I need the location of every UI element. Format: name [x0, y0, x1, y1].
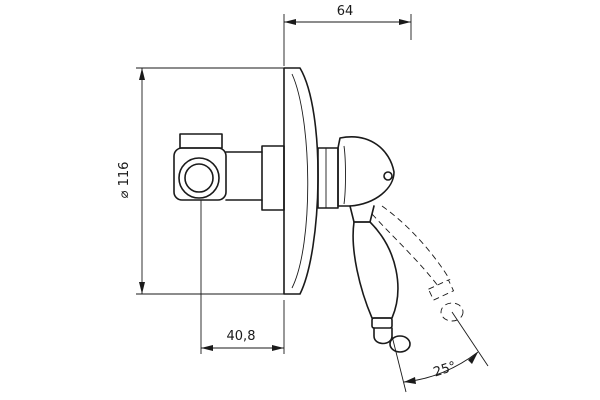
diameter-dimension-label: ⌀ 116 — [117, 162, 132, 199]
angle-leg-rest — [391, 335, 407, 393]
angle-leg-rotated — [451, 311, 489, 367]
diameter-arrow-top — [139, 68, 145, 80]
valve-cap — [337, 136, 395, 207]
diameter-arrow-bottom — [139, 282, 145, 294]
lever-grip — [352, 221, 399, 319]
wall-plate-edge — [291, 73, 309, 289]
lever-tip-knob — [389, 335, 411, 353]
lever-angle-dimension: 25° — [391, 311, 489, 393]
depth-dimension-label: 64 — [337, 4, 354, 19]
offset-arrow-right — [272, 345, 284, 351]
outlet-opening-inner — [184, 163, 214, 193]
cap-inner-edge — [343, 145, 346, 205]
wall-plate — [283, 67, 319, 295]
angle-arrow-right — [468, 352, 478, 364]
angle-arrow-left — [404, 377, 416, 384]
outlet-offset-dimension: 40,8 — [200, 200, 285, 354]
lever-tip-stem — [373, 327, 393, 345]
outlet-opening-outer — [178, 157, 220, 199]
lever-handle — [349, 205, 411, 353]
offset-arrow-left — [201, 345, 213, 351]
connector-nut — [261, 145, 285, 211]
outlet-elbow-body — [173, 147, 227, 201]
angle-dimension-label: 25° — [432, 359, 459, 380]
ghost-ferrule — [427, 279, 455, 301]
outlet-elbow — [173, 133, 285, 211]
overall-depth-dimension: 64 — [283, 4, 412, 66]
ghost-lever-lower-edge — [381, 205, 451, 281]
cap-set-screw-icon — [383, 171, 393, 181]
valve-body — [317, 136, 395, 209]
offset-dimension-label: 40,8 — [227, 329, 256, 344]
spindle-collar — [317, 147, 339, 209]
depth-arrow-left — [284, 19, 296, 25]
lever-neck — [349, 205, 375, 223]
outlet-elbow-top-band — [179, 133, 223, 149]
depth-arrow-right — [399, 19, 411, 25]
plate-diameter-dimension: ⌀ 116 — [117, 67, 284, 295]
lever-ferrule — [371, 317, 393, 329]
lever-rotated-ghost — [371, 205, 464, 322]
ghost-tip-knob — [440, 302, 464, 322]
